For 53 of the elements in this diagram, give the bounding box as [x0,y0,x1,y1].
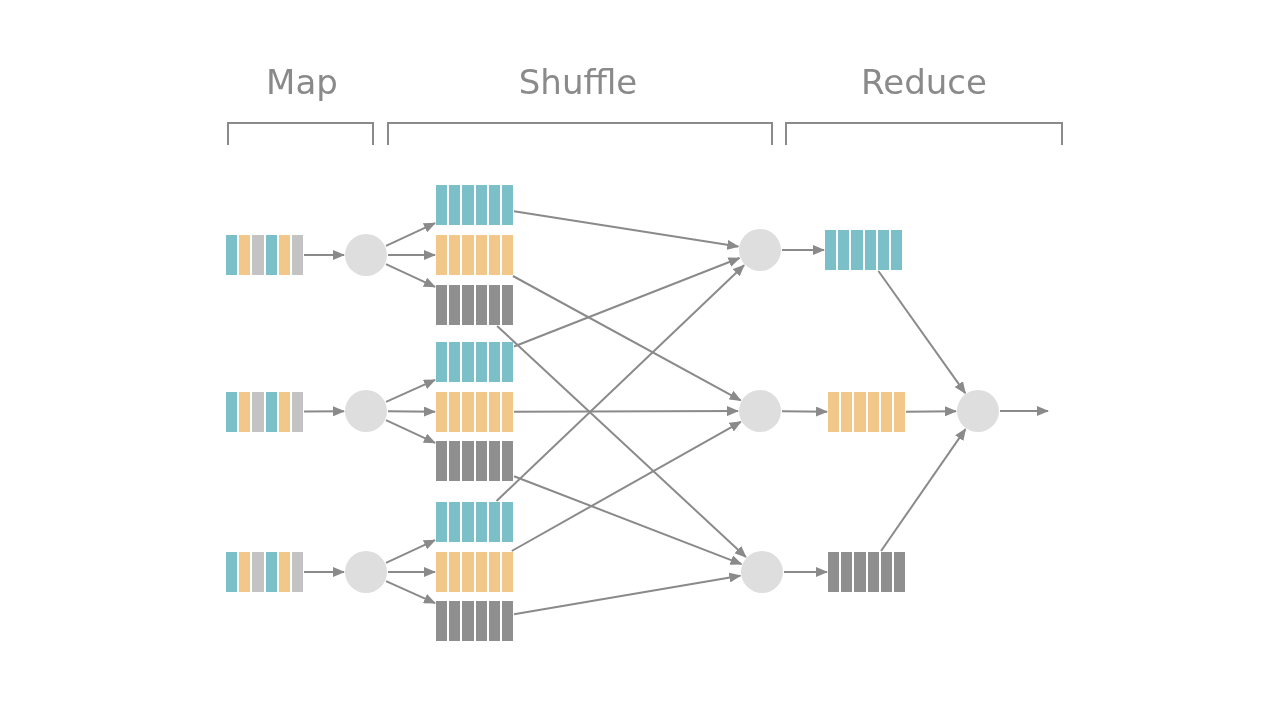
arrow [513,210,740,250]
data-bar [828,552,905,592]
data-bar [436,392,513,432]
circle-node [345,234,387,276]
arrow [387,567,436,577]
data-bar [226,392,303,432]
circle-node [739,229,781,271]
arrow [303,406,345,417]
arrow [877,270,967,395]
circle-node [741,551,783,593]
arrow [385,263,436,288]
arrow [511,275,742,402]
circle-node [345,390,387,432]
data-bar [226,552,303,592]
data-bar [436,185,513,225]
arrow [513,572,742,616]
arrow [513,475,743,566]
arrow [905,406,957,417]
data-bar [436,342,513,382]
arrow [385,378,436,403]
arrow [385,580,436,605]
stage-title: Map [266,62,338,102]
data-bar [436,285,513,325]
data-bar [825,230,902,270]
data-bar [828,392,905,432]
circle-node [345,551,387,593]
circle-node [957,390,999,432]
data-bar [436,235,513,275]
arrow [385,539,436,564]
arrow [387,406,436,417]
data-bar [436,552,513,592]
arrow [783,567,828,577]
arrow [385,222,436,247]
arrow [513,406,739,417]
stage-title: Shuffle [518,62,638,102]
data-bar [436,502,513,542]
arrow [495,264,746,502]
arrow [496,325,747,559]
data-bar [226,235,303,275]
data-bar [436,441,513,481]
arrow [387,250,436,260]
circle-node [739,390,781,432]
arrow [303,567,345,577]
arrow [510,420,742,552]
arrow [781,245,825,255]
stage-title: Reduce [861,62,987,102]
data-bar [436,601,513,641]
arrow [880,428,967,552]
arrow [303,250,345,260]
arrow [385,419,436,444]
arrow [781,406,828,417]
arrow [513,257,741,348]
arrow [999,406,1049,416]
